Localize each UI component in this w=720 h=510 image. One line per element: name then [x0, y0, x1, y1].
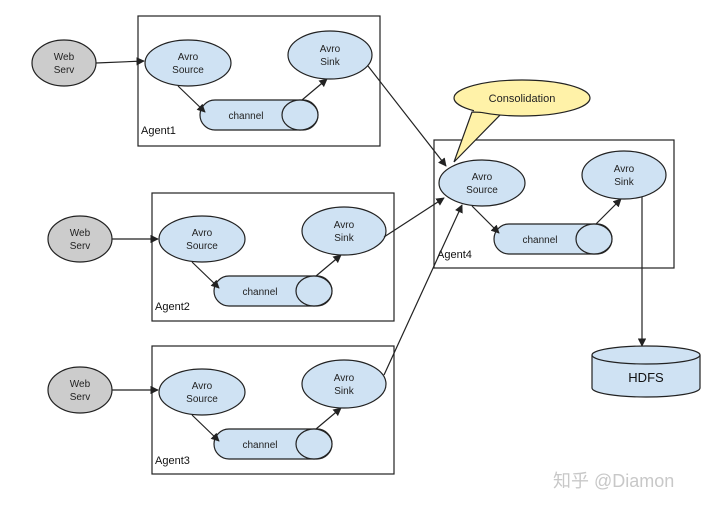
agent3-sink-line1: Avro [334, 373, 355, 384]
web1-to-agent1-arrow [95, 57, 145, 66]
agent2-sink-line1: Avro [334, 220, 355, 231]
agent2-source-to-channel [191, 261, 220, 289]
agent1-sink-to-agent4-arrow [367, 65, 447, 167]
agent2-source-line1: Avro [192, 228, 213, 239]
web-server-1-line2: Serv [54, 65, 75, 76]
agent2-avro-sink[interactable] [301, 206, 387, 256]
web-server-2[interactable] [47, 215, 113, 263]
web-server-3-line1: Web [70, 379, 91, 390]
agent4-source-to-channel [471, 205, 500, 234]
hdfs-label: HDFS [628, 370, 664, 385]
agent1-avro-sink[interactable] [287, 30, 373, 80]
agent2-source-line2: Source [186, 241, 218, 252]
agent1-source-to-channel [177, 85, 206, 113]
agent2-channel-label: channel [242, 287, 277, 298]
agent1-label: Agent1 [141, 125, 176, 137]
agent3-source-line2: Source [186, 394, 218, 405]
agent3-source-to-channel [191, 414, 220, 442]
agent3-channel-to-sink [315, 407, 342, 430]
watermark: 知乎 @Diamon [553, 471, 674, 491]
agent3-sink-line2: Sink [334, 386, 354, 397]
agent4-avro-sink[interactable] [581, 150, 667, 200]
agent1-sink-line1: Avro [320, 44, 341, 55]
agent2-box [151, 192, 395, 322]
agent2-sink-line2: Sink [334, 233, 354, 244]
agent1-source-line2: Source [172, 65, 204, 76]
agent1-channel-to-sink [301, 78, 328, 101]
agent4-label: Agent4 [437, 249, 472, 261]
agent3-avro-sink[interactable] [301, 359, 387, 409]
agent1-avro-source[interactable] [144, 39, 232, 87]
agent2-channel-to-sink [315, 254, 342, 277]
web-server-2-line2: Serv [70, 241, 91, 252]
agent1-channel-label: channel [228, 111, 263, 122]
agent3-channel-label: channel [242, 440, 277, 451]
agent3-box [151, 345, 395, 475]
agent4-channel-to-sink [595, 198, 622, 225]
agent3-sink-to-agent4-arrow [383, 204, 463, 376]
agent4-channel-label: channel [522, 235, 557, 246]
web-server-3-line2: Serv [70, 392, 91, 403]
agent3-label: Agent3 [155, 455, 190, 467]
agent4-source-line2: Source [466, 185, 498, 196]
agent4-sink-line2: Sink [614, 177, 634, 188]
agent3-source-line1: Avro [192, 381, 213, 392]
agent4-sink-line1: Avro [614, 164, 635, 175]
agent3-avro-source[interactable] [158, 368, 246, 416]
web-server-1[interactable] [31, 39, 97, 87]
consolidation-label: Consolidation [489, 93, 556, 105]
hdfs-storage[interactable] [591, 345, 701, 398]
agent1-sink-line2: Sink [320, 57, 340, 68]
consolidation-callout [453, 79, 591, 163]
agent1-channel[interactable] [199, 99, 319, 131]
agent3-channel[interactable] [213, 428, 333, 460]
agent2-avro-source[interactable] [158, 215, 246, 263]
agent1-source-line1: Avro [178, 52, 199, 63]
agent4-avro-source[interactable] [438, 159, 526, 207]
agent4-channel[interactable] [493, 223, 613, 255]
web-server-3[interactable] [47, 366, 113, 414]
web-server-2-line1: Web [70, 228, 91, 239]
agent2-sink-to-agent4-arrow [383, 197, 445, 238]
web-server-1-line1: Web [54, 52, 75, 63]
agent2-label: Agent2 [155, 301, 190, 313]
agent4-source-line1: Avro [472, 172, 493, 183]
agent2-channel[interactable] [213, 275, 333, 307]
